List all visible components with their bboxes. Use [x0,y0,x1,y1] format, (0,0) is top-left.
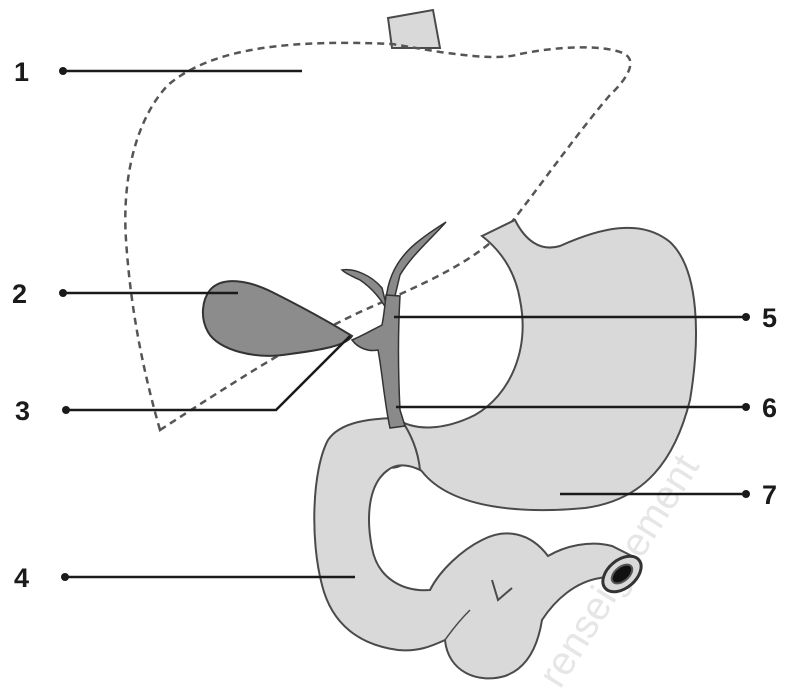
hepatic-duct-left [386,222,446,300]
label-7: 7 [762,480,777,510]
label-1: 1 [14,57,29,87]
label-2: 2 [12,279,27,309]
leader-line-1 [59,67,302,75]
label-5: 5 [762,303,777,333]
esophagus-top [388,10,440,48]
label-4: 4 [14,563,29,593]
label-3: 3 [15,396,30,426]
label-6: 6 [762,393,777,423]
leader-line-4 [61,573,355,581]
hepatic-duct-right [342,270,388,312]
